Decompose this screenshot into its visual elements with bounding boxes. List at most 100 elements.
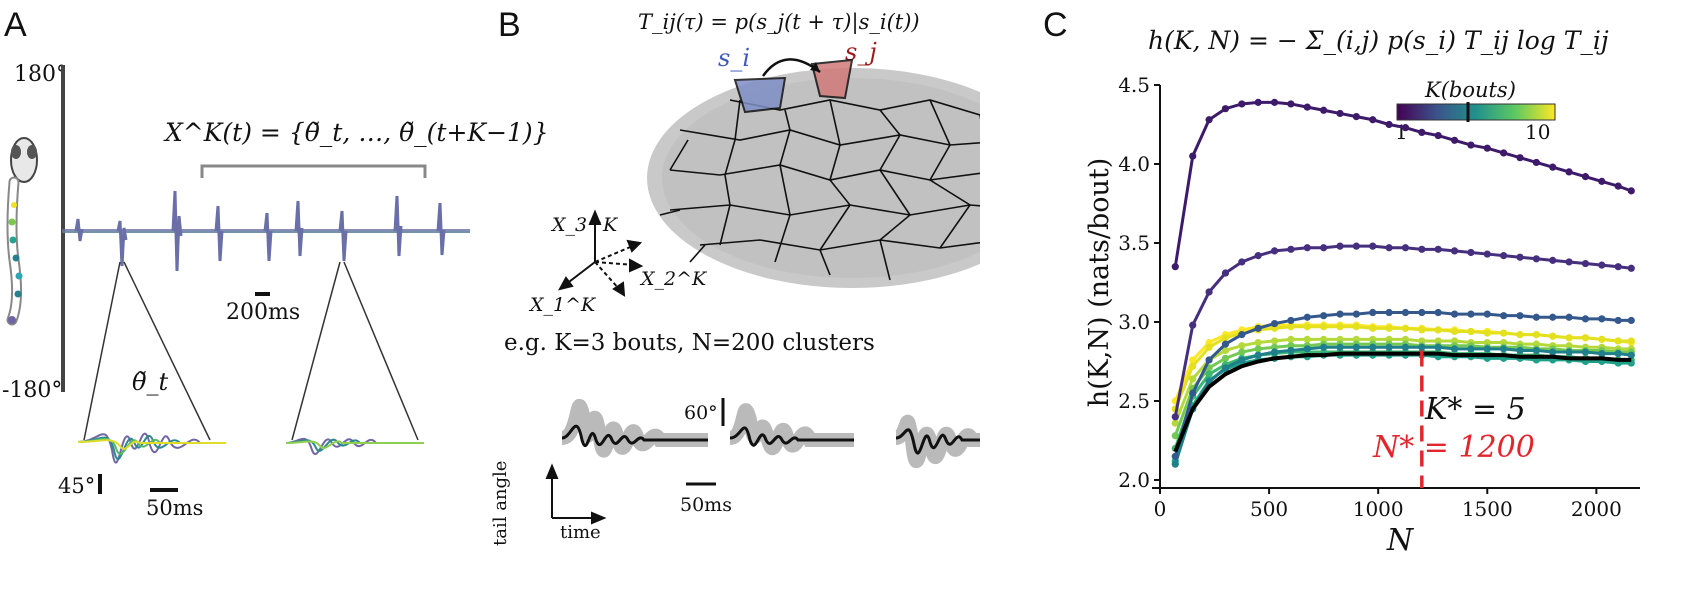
series-point-k9 bbox=[1287, 323, 1295, 331]
series-point-k2 bbox=[1336, 242, 1344, 250]
panel-letter-c: C bbox=[1043, 6, 1068, 44]
series-point-k3 bbox=[1221, 340, 1230, 348]
series-point-k2 bbox=[1238, 258, 1246, 266]
series-point-k6 bbox=[1205, 370, 1213, 378]
series-line-k5 bbox=[1173, 353, 1632, 462]
series-point-k2 bbox=[1549, 256, 1557, 264]
series-point-k9 bbox=[1467, 327, 1475, 336]
series-point-k4 bbox=[1270, 348, 1279, 356]
series-point-k9 bbox=[1598, 335, 1606, 343]
state-i-cell bbox=[733, 76, 787, 114]
y-tick-label: 4.0 bbox=[1118, 152, 1150, 176]
series-point-k4 bbox=[1581, 348, 1590, 356]
zoom-waveform-1 bbox=[77, 432, 226, 464]
series-point-k4 bbox=[1303, 345, 1311, 353]
series-point-k1 bbox=[1401, 124, 1410, 132]
smoothed-line bbox=[1173, 351, 1632, 453]
series-point-k3 bbox=[1189, 389, 1197, 397]
series-point-k4 bbox=[1171, 460, 1179, 468]
series-point-k2 bbox=[1516, 253, 1524, 261]
series-point-k9 bbox=[1549, 332, 1557, 340]
series-point-k4 bbox=[1549, 348, 1557, 356]
series-point-k1 bbox=[1336, 109, 1344, 118]
series-point-k2 bbox=[1254, 252, 1262, 260]
series-point-k4 bbox=[1352, 343, 1360, 351]
series-point-k7 bbox=[1171, 432, 1179, 440]
b-x-axis-label: time bbox=[560, 522, 601, 543]
series-point-k3 bbox=[1352, 310, 1360, 318]
series-point-k3 bbox=[1254, 324, 1262, 332]
y-axis-label: h(K,N) (nats/bout) bbox=[1084, 158, 1115, 408]
n-star-label: N* = 1200 bbox=[1373, 430, 1535, 465]
series-point-k3 bbox=[1483, 310, 1491, 318]
b-time-scale: 50ms bbox=[680, 494, 732, 516]
series-point-k7 bbox=[1254, 345, 1262, 353]
panel-a-figure bbox=[6, 65, 470, 494]
series-point-k1 bbox=[1532, 158, 1540, 167]
series-point-k1 bbox=[1627, 187, 1635, 195]
series-point-k4 bbox=[1434, 343, 1442, 351]
series-point-k4 bbox=[1221, 364, 1230, 372]
series-point-k3 bbox=[1205, 356, 1213, 364]
series-point-k9 bbox=[1532, 331, 1540, 339]
series-point-k2 bbox=[1467, 248, 1475, 257]
series-point-k1 bbox=[1598, 177, 1606, 185]
series-point-k1 bbox=[1385, 120, 1393, 129]
series-point-k8 bbox=[1189, 375, 1197, 383]
state-j-cell bbox=[810, 58, 854, 100]
series-point-k1 bbox=[1238, 100, 1246, 108]
series-point-k9 bbox=[1369, 324, 1377, 332]
series-point-k1 bbox=[1303, 103, 1311, 111]
series-point-k4 bbox=[1467, 345, 1475, 353]
series-point-k3 bbox=[1516, 312, 1524, 320]
series-point-k4 bbox=[1401, 343, 1410, 351]
series-point-k1 bbox=[1467, 141, 1475, 149]
series-point-k7 bbox=[1221, 354, 1230, 362]
series-point-k2 bbox=[1352, 242, 1360, 250]
series-point-k1 bbox=[1500, 149, 1508, 157]
series-point-k4 bbox=[1614, 350, 1622, 358]
x-tick-label: 2000 bbox=[1571, 497, 1622, 521]
series-point-k2 bbox=[1171, 413, 1179, 421]
series-point-k2 bbox=[1287, 245, 1295, 253]
entropy-formula: h(K, N) = − Σ_(i,j) p(s_i) T_ij log T_ij bbox=[1148, 26, 1609, 55]
series-point-k2 bbox=[1303, 244, 1311, 252]
series-point-k1 bbox=[1418, 128, 1426, 136]
series-point-k3 bbox=[1418, 308, 1426, 317]
state-i-label: s_i bbox=[718, 44, 750, 72]
series-point-k9 bbox=[1434, 326, 1442, 334]
panel-letter-b: B bbox=[498, 6, 521, 44]
series-point-k4 bbox=[1385, 343, 1393, 351]
colorbar-max: 10 bbox=[1525, 120, 1551, 144]
series-point-k3 bbox=[1467, 310, 1475, 318]
series-point-k9 bbox=[1418, 326, 1426, 334]
series-point-k8 bbox=[1287, 335, 1295, 343]
series-point-k4 bbox=[1483, 345, 1491, 353]
x-tick-label: 0 bbox=[1154, 497, 1167, 521]
series-point-k9 bbox=[1581, 334, 1590, 342]
series-point-k2 bbox=[1500, 252, 1508, 260]
series-point-k9 bbox=[1352, 323, 1360, 331]
series-point-k3 bbox=[1336, 310, 1344, 318]
series-point-k1 bbox=[1320, 106, 1328, 114]
y-tick-label: 2.0 bbox=[1118, 468, 1150, 492]
series-point-k4 bbox=[1598, 350, 1606, 358]
series-point-k1 bbox=[1352, 113, 1360, 121]
y-top-label: 180° bbox=[14, 62, 67, 87]
series-point-k2 bbox=[1205, 288, 1213, 296]
series-point-k1 bbox=[1516, 154, 1524, 162]
series-point-k2 bbox=[1401, 244, 1410, 252]
series-point-k4 bbox=[1369, 343, 1377, 351]
series-point-k2 bbox=[1270, 247, 1279, 255]
axis-label-x3: X_3^K bbox=[552, 214, 618, 236]
series-point-k3 bbox=[1369, 308, 1377, 317]
series-point-k7 bbox=[1238, 348, 1246, 356]
series-point-k4 bbox=[1450, 345, 1459, 353]
y-bottom-label: -180° bbox=[2, 378, 63, 403]
series-point-k4 bbox=[1532, 346, 1540, 355]
series-point-k9 bbox=[1205, 343, 1213, 351]
bout-waveform-2 bbox=[727, 403, 854, 456]
series-point-k9 bbox=[1320, 323, 1328, 331]
series-point-k1 bbox=[1221, 105, 1230, 113]
